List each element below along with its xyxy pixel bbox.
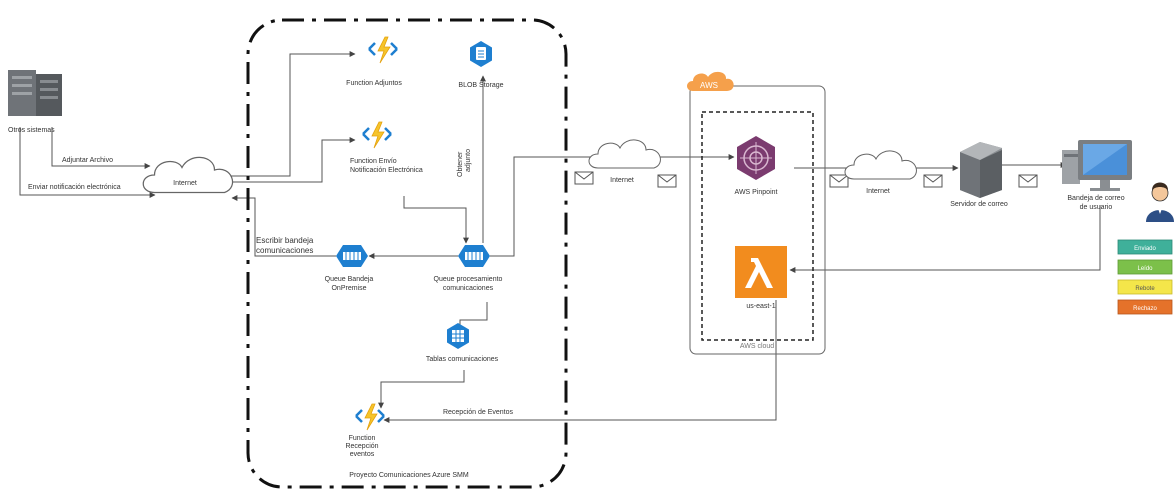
queue-bandeja-label-2: OnPremise	[331, 285, 366, 292]
adjunto-label: adjunto	[465, 149, 472, 172]
status-tag-rebote: Rebote	[1117, 279, 1173, 295]
function-adjuntos-icon	[367, 35, 399, 65]
user-avatar-icon	[1146, 182, 1174, 222]
envelope-icon	[829, 174, 849, 188]
aws-pinpoint-label: AWS Pinpoint	[735, 189, 778, 196]
internet-mid-cloud	[588, 139, 661, 169]
function-envio-icon	[361, 120, 393, 150]
aws-region-boundary	[701, 111, 814, 341]
adjuntar-archivo-label: Adjuntar Archivo	[62, 157, 113, 164]
function-envio-label-2: Notificación Electrónica	[350, 167, 423, 174]
bandeja-correo-label-1: Bandeja de correo	[1067, 195, 1124, 202]
tablas-comunicaciones-label: Tablas comunicaciones	[426, 356, 499, 363]
blob-storage-label: BLOB Storage	[458, 82, 503, 89]
proyecto-label: Proyecto Comunicaciones Azure SMM	[349, 472, 469, 479]
escribir-bandeja-label-1: Escribir bandeja	[256, 236, 314, 245]
function-recepcion-label-1: Function	[349, 435, 376, 442]
otros-sistemas-label: Otros sistemas	[8, 127, 55, 134]
queue-procesamiento-label-1: Queue procesamiento	[434, 276, 503, 283]
queue-procesamiento-label-2: comunicaciones	[443, 285, 494, 292]
function-adjuntos-label: Function Adjuntos	[346, 80, 402, 87]
aws-cloud-label: AWS cloud	[740, 343, 774, 350]
internet-left-cloud	[142, 156, 234, 194]
aws-badge-label: AWS	[700, 81, 718, 90]
obtener-label: Obtener	[457, 151, 464, 177]
envelope-icon	[923, 174, 943, 188]
mail-server-icon	[960, 142, 1002, 198]
envelope-icon	[574, 171, 594, 185]
blob-storage-icon	[470, 41, 492, 67]
internet-left-label: Internet	[173, 180, 197, 187]
status-tag-enviado: Enviado	[1117, 239, 1173, 255]
queue-procesamiento-icon	[457, 244, 491, 268]
tablas-comunicaciones-icon	[447, 323, 469, 349]
internet-right-label: Internet	[866, 188, 890, 195]
status-tag-rechazo: Rechazo	[1117, 299, 1173, 315]
computer-icon	[1062, 140, 1132, 191]
queue-bandeja-icon	[335, 244, 369, 268]
svg-text:Leído: Leído	[1137, 266, 1153, 272]
envelope-icon	[657, 174, 677, 188]
svg-text:Rechazo: Rechazo	[1133, 306, 1157, 312]
status-tag-leido: Leído	[1117, 259, 1173, 275]
aws-pinpoint-icon	[737, 136, 775, 180]
internet-right-cloud	[844, 150, 917, 180]
svg-text:Rebote: Rebote	[1135, 286, 1155, 292]
function-recepcion-label-3: eventos	[350, 451, 375, 458]
edges	[19, 51, 1101, 423]
function-envio-label-1: Function Envío	[350, 158, 397, 165]
enviar-notificacion-label: Enviar notificación electrónica	[28, 184, 121, 191]
recepcion-eventos-label: Recepción de Eventos	[443, 409, 514, 416]
aws-cloud-boundary	[689, 85, 826, 355]
aws-lambda-icon	[735, 246, 787, 298]
aws-lambda-label: us-east-1	[746, 303, 775, 310]
servidor-correo-label: Servidor de correo	[950, 201, 1008, 208]
function-recepcion-icon	[354, 402, 386, 432]
function-recepcion-label-2: Recepción	[345, 443, 378, 450]
servers-icon	[8, 70, 62, 116]
escribir-bandeja-label-2: comunicaciones	[256, 246, 313, 255]
queue-bandeja-label-1: Queue Bandeja	[325, 276, 374, 283]
svg-text:Enviado: Enviado	[1134, 246, 1156, 252]
internet-mid-label: Internet	[610, 177, 634, 184]
bandeja-correo-label-2: de usuario	[1080, 204, 1113, 211]
aws-badge: AWS	[687, 71, 734, 91]
envelope-icon	[1018, 174, 1038, 188]
